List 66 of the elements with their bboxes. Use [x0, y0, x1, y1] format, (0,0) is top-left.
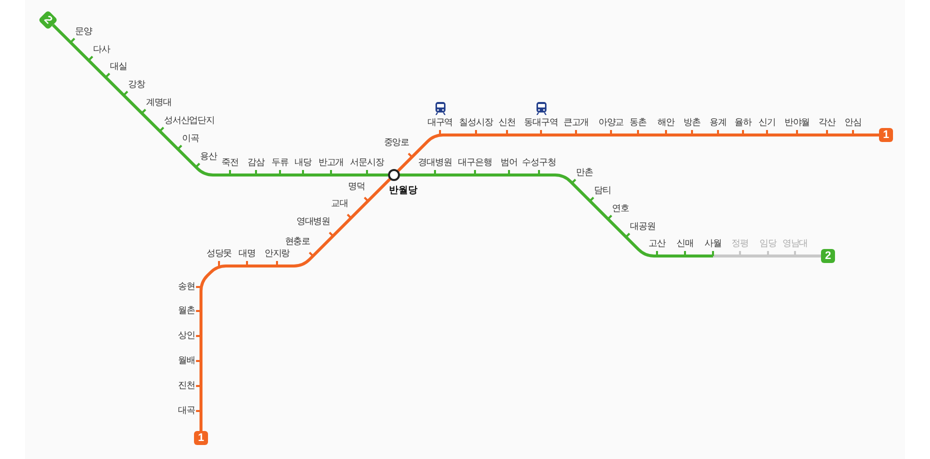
station-label: 대곡 [178, 406, 195, 416]
station-label: 신천 [498, 118, 516, 129]
station-label: 죽전 [222, 158, 238, 169]
station-label: 중앙로 [384, 138, 409, 149]
station-label: 영남대 [782, 239, 808, 250]
station-label: 성서산업단지 [164, 116, 214, 127]
station-label: 두류 [272, 158, 288, 169]
station-label: 대구역 [427, 118, 453, 129]
station-label: 내당 [294, 158, 312, 169]
station-label: 강창 [128, 80, 145, 91]
station-label: 안심 [844, 118, 862, 129]
station-label: 대공원 [630, 222, 656, 233]
station-label: 경대병원 [418, 158, 452, 169]
station-label: 계명대 [146, 98, 172, 109]
station-label: 문양 [75, 27, 92, 38]
station-label: 진천 [178, 380, 195, 392]
station-label: 수성구청 [522, 158, 556, 169]
metro-line [200, 178, 391, 431]
station-label: 명덕 [348, 182, 365, 193]
station-label: 대실 [110, 62, 127, 73]
station-label: 영대병원 [296, 217, 330, 228]
station-label: 교대 [331, 199, 348, 210]
station-label: 담티 [594, 186, 611, 197]
station-label: 성당못 [206, 249, 232, 260]
station-label: 월촌 [178, 306, 195, 316]
station-label: 칠성시장 [459, 118, 493, 129]
metro-line [400, 174, 713, 258]
station-label: 이곡 [182, 134, 199, 145]
station-label: 큰고개 [563, 118, 589, 129]
station-label: 반월당 [389, 185, 418, 196]
station-label: 월배 [178, 356, 195, 366]
station-label: 연호 [612, 204, 629, 215]
station-label: 아양교 [598, 118, 624, 129]
station-label: 율하 [734, 118, 752, 129]
metro-line [713, 254, 821, 258]
station-label: 반야월 [784, 118, 810, 129]
metro-line [397, 134, 879, 172]
station-label: 각산 [818, 118, 836, 129]
station-label: 감삼 [248, 158, 264, 169]
station-label: 안지랑 [264, 249, 290, 260]
station-label: 해안 [658, 118, 674, 129]
station-label: 용산 [200, 152, 217, 163]
station-label: 범어 [500, 158, 518, 169]
station-label: 대명 [238, 249, 256, 260]
station-label: 동대구역 [524, 118, 558, 129]
station-label: 용계 [710, 118, 726, 129]
station-label: 상인 [178, 330, 195, 342]
line-badge: 1 [194, 431, 208, 445]
station-label: 서문시장 [350, 158, 384, 169]
station-label: 고산 [648, 239, 666, 250]
line-badge: 1 [879, 128, 893, 142]
metro-line [52, 24, 388, 176]
station-label: 현충로 [284, 237, 310, 248]
station-label: 임당 [760, 239, 776, 250]
station-label: 사월 [704, 239, 722, 250]
station-label: 다사 [93, 45, 110, 56]
station-label: 대구은행 [458, 158, 492, 169]
line-badge: 2 [821, 249, 835, 263]
station-label: 반고개 [318, 158, 344, 169]
station-label: 신기 [758, 118, 776, 129]
station-label: 만촌 [576, 168, 593, 179]
station-label: 신매 [676, 239, 694, 250]
station-label: 송현 [178, 282, 195, 292]
station-label: 방촌 [684, 118, 700, 129]
station-label: 정평 [732, 239, 748, 250]
station-label: 동촌 [630, 118, 646, 129]
